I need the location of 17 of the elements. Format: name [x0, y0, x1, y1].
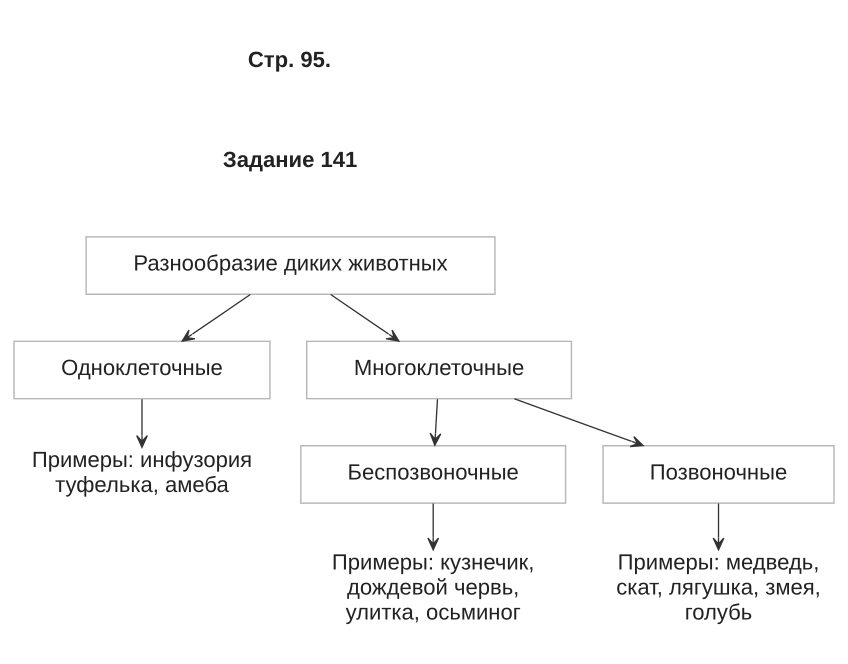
node-box: Одноклеточные [13, 340, 271, 399]
arrow [136, 398, 148, 448]
node-text: Примеры: инфузория туфелька, амеба [32, 446, 252, 497]
node-text: Примеры: медведь, скат, лягушка, змея, голубь [616, 548, 821, 624]
label: Задание 141 [222, 146, 358, 172]
node-box: Позвоночные [602, 444, 835, 504]
node-box: Разнообразие диких животных [85, 236, 496, 294]
node-box: Многоклеточные [306, 340, 572, 399]
arrow [514, 398, 644, 447]
arrow [430, 398, 442, 446]
arrow [182, 293, 251, 342]
arrow [330, 293, 400, 342]
arrow [427, 503, 440, 550]
node-text: Примеры: кузнечик, дождевой червь, улитка, осьминог [332, 548, 534, 624]
label: Стр. 95. [248, 46, 331, 72]
arrow [712, 503, 724, 550]
node-box: Беспозвоночные [300, 444, 566, 504]
